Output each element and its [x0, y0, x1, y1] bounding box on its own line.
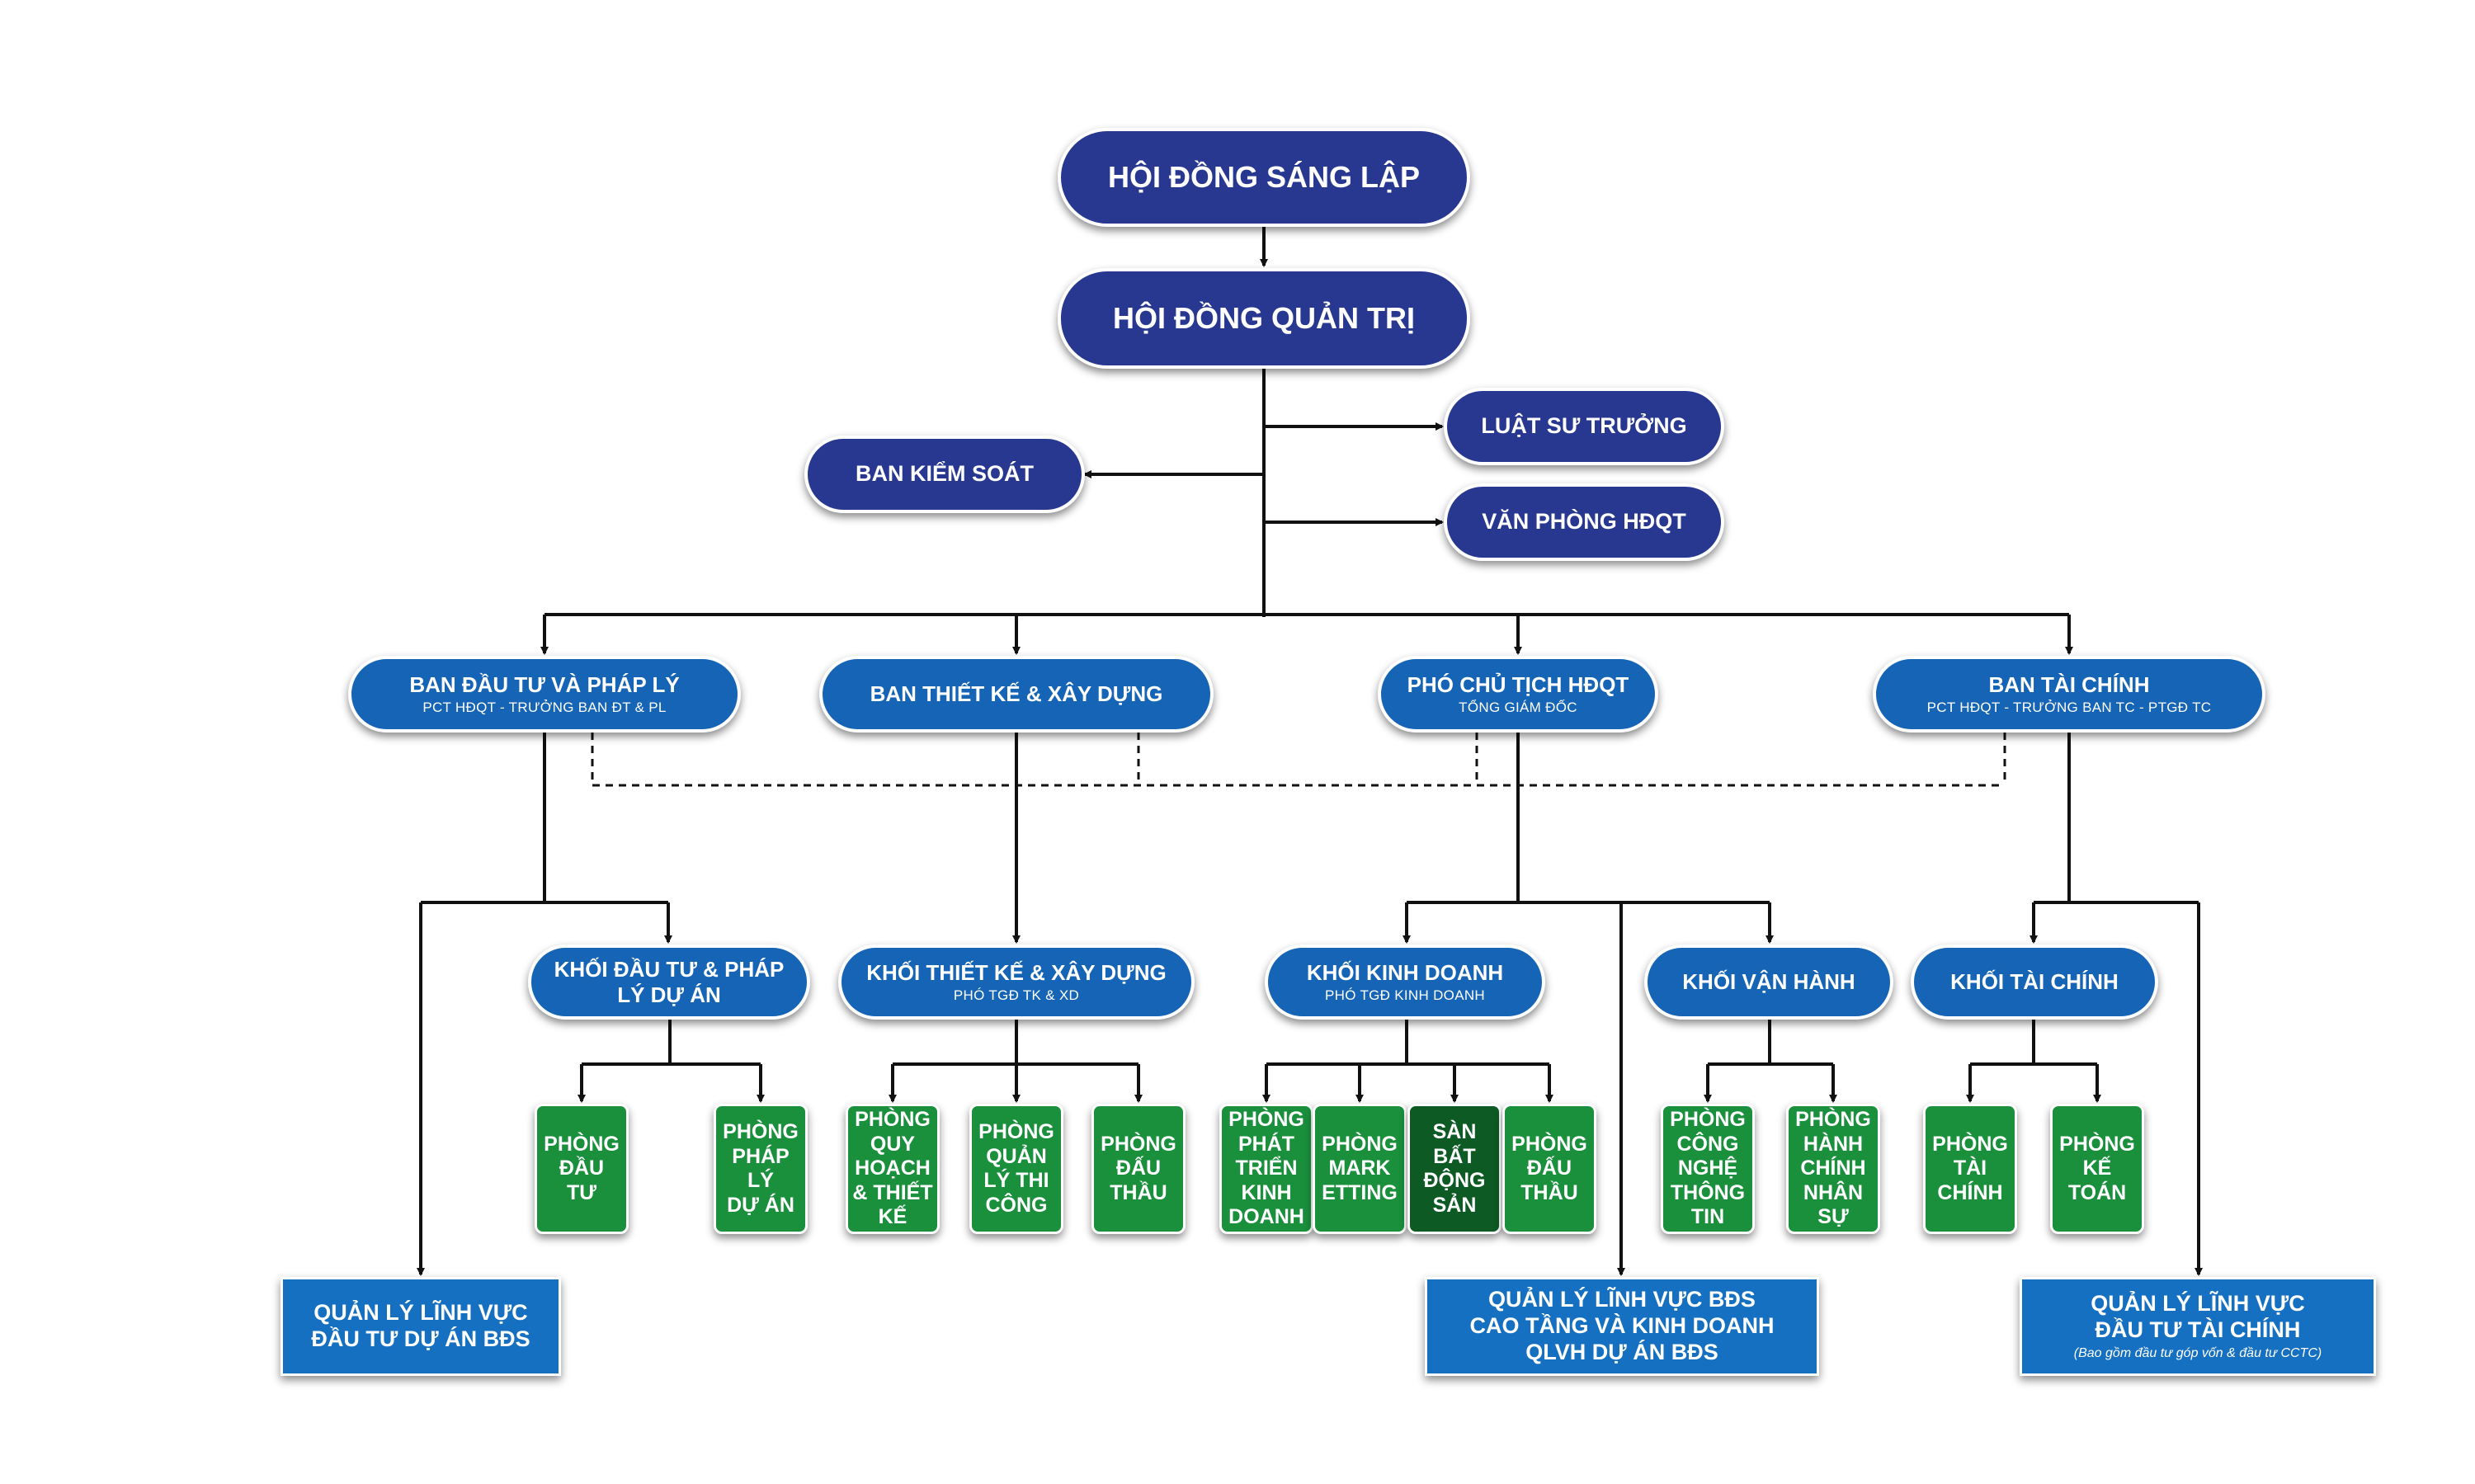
board-of-directors-label: HỘI ĐỒNG QUẢN TRỊ: [1113, 300, 1415, 335]
high-rise-business-domain-label: QUẢN LÝ LĨNH VỰC BĐS CAO TẦNG VÀ KINH DO…: [1469, 1287, 1775, 1364]
legal-department-node: PHÒNG PHÁP LÝ DỰ ÁN: [714, 1104, 808, 1234]
board-office-node: VĂN PHÒNG HĐQT: [1444, 483, 1724, 561]
vice-chairman-title: PHÓ CHỦ TỊCH HĐQT: [1407, 671, 1629, 697]
marketing-department-node: PHÒNG MARK ETTING: [1313, 1104, 1407, 1234]
business-block-node: KHỐI KINH DOANH PHÓ TGĐ KINH DOANH: [1265, 945, 1545, 1020]
high-rise-business-domain-box: QUẢN LÝ LĨNH VỰC BĐS CAO TẦNG VÀ KINH DO…: [1425, 1277, 1819, 1376]
bidding-department-label: PHÒNG ĐẤU THẦU: [1101, 1132, 1176, 1204]
financial-investment-domain-label: QUẢN LÝ LĨNH VỰC ĐẦU TƯ TÀI CHÍNH: [2091, 1290, 2305, 1342]
design-build-block-subtitle: PHÓ TGĐ TK & XD: [953, 987, 1080, 1004]
admin-hr-department-label: PHÒNG HÀNH CHÍNH NHÂN SỰ: [1795, 1108, 1871, 1229]
finance-board-title: BAN TÀI CHÍNH: [1988, 671, 2150, 697]
construction-management-department-label: PHÒNG QUẢN LÝ THI CÔNG: [978, 1120, 1054, 1217]
financial-investment-domain-box: QUẢN LÝ LĨNH VỰC ĐẦU TƯ TÀI CHÍNH (Bao g…: [2020, 1277, 2376, 1376]
business-development-department-label: PHÒNG PHÁT TRIỂN KINH DOANH: [1228, 1108, 1304, 1229]
bidding-department-2-node: PHÒNG ĐẤU THẦU: [1502, 1104, 1596, 1234]
founding-council-node: HỘI ĐỒNG SÁNG LẬP: [1058, 128, 1470, 227]
finance-department-label: PHÒNG TÀI CHÍNH: [1932, 1132, 2008, 1204]
investment-legal-board-node: BAN ĐẦU TƯ VÀ PHÁP LÝ PCT HĐQT - TRƯỞNG …: [348, 656, 741, 733]
design-build-block-title: KHỐI THIẾT KẾ & XÂY DỰNG: [866, 959, 1167, 985]
it-department-node: PHÒNG CÔNG NGHỆ THÔNG TIN: [1661, 1104, 1755, 1234]
planning-design-department-label: PHÒNG QUY HOẠCH & THIẾT KẾ: [852, 1108, 933, 1229]
investment-legal-board-title: BAN ĐẦU TƯ VÀ PHÁP LÝ: [409, 671, 680, 697]
chief-lawyer-node: LUẬT SƯ TRƯỞNG: [1444, 388, 1724, 465]
business-development-department-node: PHÒNG PHÁT TRIỂN KINH DOANH: [1219, 1104, 1313, 1234]
finance-board-subtitle: PCT HĐQT - TRƯỞNG BAN TC - PTGĐ TC: [1926, 700, 2212, 716]
legal-department-label: PHÒNG PHÁP LÝ DỰ ÁN: [723, 1120, 799, 1217]
marketing-department-label: PHÒNG MARK ETTING: [1322, 1132, 1398, 1204]
vice-chairman-subtitle: TỔNG GIÁM ĐỐC: [1459, 700, 1577, 716]
finance-board-node: BAN TÀI CHÍNH PCT HĐQT - TRƯỞNG BAN TC -…: [1873, 656, 2265, 733]
accounting-department-node: PHÒNG KẾ TOÁN: [2050, 1104, 2144, 1234]
construction-management-department-node: PHÒNG QUẢN LÝ THI CÔNG: [969, 1104, 1063, 1234]
operation-block-node: KHỐI VẬN HÀNH: [1644, 945, 1893, 1020]
board-office-label: VĂN PHÒNG HĐQT: [1482, 509, 1686, 535]
it-department-label: PHÒNG CÔNG NGHỆ THÔNG TIN: [1670, 1108, 1746, 1229]
investment-legal-block-title: KHỐI ĐẦU TƯ & PHÁP LÝ DỰ ÁN: [554, 956, 785, 1007]
investment-department-label: PHÒNG ĐẦU TƯ: [544, 1132, 620, 1204]
finance-department-node: PHÒNG TÀI CHÍNH: [1923, 1104, 2017, 1234]
real-estate-exchange-node: SÀN BẤT ĐỘNG SẢN: [1407, 1104, 1502, 1234]
vice-chairman-node: PHÓ CHỦ TỊCH HĐQT TỔNG GIÁM ĐỐC: [1378, 656, 1658, 733]
business-block-title: KHỐI KINH DOANH: [1306, 959, 1504, 985]
design-build-board-node: BAN THIẾT KẾ & XÂY DỰNG: [819, 656, 1214, 733]
financial-investment-domain-note: (Bao gồm đầu tư góp vốn & đầu tư CCTC): [2073, 1346, 2322, 1361]
design-build-block-node: KHỐI THIẾT KẾ & XÂY DỰNG PHÓ TGĐ TK & XD: [838, 945, 1195, 1020]
investment-department-node: PHÒNG ĐẦU TƯ: [535, 1104, 629, 1234]
bidding-department-node: PHÒNG ĐẤU THẦU: [1091, 1104, 1186, 1234]
dashed-coordination-line: [591, 733, 2006, 787]
supervisory-board-node: BAN KIỂM SOÁT: [804, 436, 1085, 513]
investment-legal-board-subtitle: PCT HĐQT - TRƯỞNG BAN ĐT & PL: [422, 700, 667, 716]
investment-legal-block-node: KHỐI ĐẦU TƯ & PHÁP LÝ DỰ ÁN: [528, 945, 810, 1020]
bidding-department-2-label: PHÒNG ĐẤU THẦU: [1511, 1132, 1587, 1204]
project-investment-domain-label: QUẢN LÝ LĨNH VỰC ĐẦU TƯ DỰ ÁN BĐS: [311, 1300, 530, 1351]
project-investment-domain-box: QUẢN LÝ LĨNH VỰC ĐẦU TƯ DỰ ÁN BĐS: [280, 1277, 561, 1376]
board-of-directors-node: HỘI ĐỒNG QUẢN TRỊ: [1058, 268, 1470, 369]
accounting-department-label: PHÒNG KẾ TOÁN: [2059, 1132, 2135, 1204]
real-estate-exchange-label: SÀN BẤT ĐỘNG SẢN: [1423, 1120, 1486, 1217]
design-build-board-title: BAN THIẾT KẾ & XÂY DỰNG: [870, 681, 1163, 707]
business-block-subtitle: PHÓ TGĐ KINH DOANH: [1325, 987, 1485, 1004]
finance-block-node: KHỐI TÀI CHÍNH: [1911, 945, 2158, 1020]
finance-block-title: KHỐI TÀI CHÍNH: [1950, 969, 2119, 995]
admin-hr-department-node: PHÒNG HÀNH CHÍNH NHÂN SỰ: [1786, 1104, 1880, 1234]
chief-lawyer-label: LUẬT SƯ TRƯỞNG: [1481, 413, 1687, 439]
supervisory-board-label: BAN KIỂM SOÁT: [856, 461, 1034, 487]
operation-block-title: KHỐI VẬN HÀNH: [1682, 969, 1855, 995]
founding-council-label: HỘI ĐỒNG SÁNG LẬP: [1107, 159, 1421, 194]
planning-design-department-node: PHÒNG QUY HOẠCH & THIẾT KẾ: [846, 1104, 940, 1234]
